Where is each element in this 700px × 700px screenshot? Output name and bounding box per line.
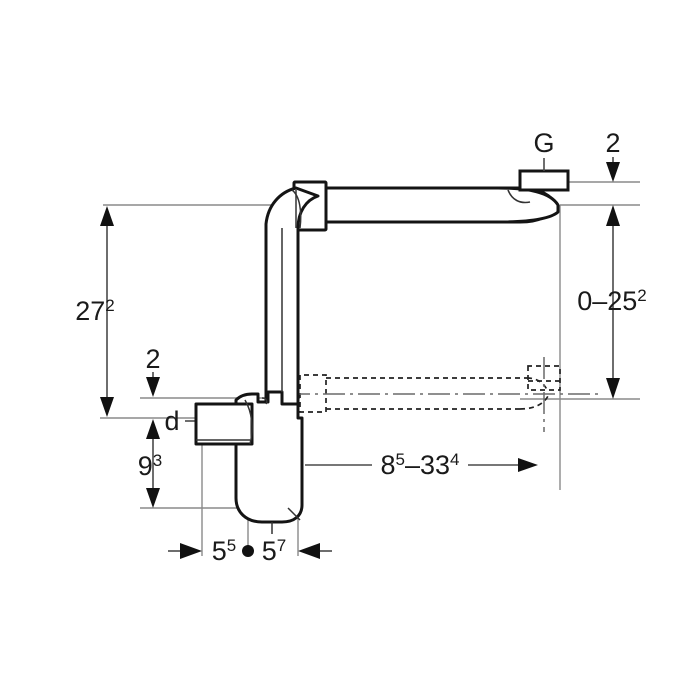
arrow-down-27 xyxy=(100,397,114,417)
trap-inner-curve xyxy=(244,399,253,445)
dim-label-trap-depth: 93 xyxy=(138,451,163,481)
arrow-right-8-33 xyxy=(518,458,538,472)
coupling-inner-curve xyxy=(291,189,302,229)
arrow-down-offset-2 xyxy=(146,377,160,397)
dimension-offset-top: 2 xyxy=(145,344,161,397)
hidden-cap-right xyxy=(527,365,561,391)
dimension-trap-widths: 55 57 xyxy=(168,536,332,566)
arrow-right-55 xyxy=(180,543,202,559)
arrow-up-9 xyxy=(146,419,160,439)
thread-flange-inner-curve xyxy=(507,189,531,204)
dimension-wall-offset-right: 2 xyxy=(605,128,621,182)
dim-label-horizontal-range: 85–334 xyxy=(380,450,459,480)
dim-label-offset-top: 2 xyxy=(145,344,160,374)
dim-label-vertical-range-right: 0–252 xyxy=(577,286,647,316)
dimension-height-total: 272 xyxy=(75,206,115,417)
arrow-up-27 xyxy=(100,206,114,226)
trap-inner-details xyxy=(196,189,302,534)
dim-center-dot xyxy=(242,545,254,557)
dim-label-inlet-diameter: d xyxy=(164,406,179,436)
dim-label-thread-marker: G xyxy=(533,128,554,158)
hidden-socket-left xyxy=(299,374,327,413)
dim-label-height-total: 272 xyxy=(75,296,115,326)
hidden-outlet-pipe xyxy=(299,365,561,413)
dim-label-trap-right-width: 57 xyxy=(262,536,287,566)
thread-flange xyxy=(518,169,570,192)
label-inlet-diameter: d xyxy=(164,406,196,436)
center-lines xyxy=(288,357,600,432)
dimension-horizontal-range: 85–334 xyxy=(305,450,538,480)
thread-flange-group: G xyxy=(507,128,570,204)
dim-label-wall-offset-right: 2 xyxy=(605,128,620,158)
dim-label-trap-left-width: 55 xyxy=(212,536,237,566)
hidden-elbow-top xyxy=(526,377,549,393)
hidden-elbow-bottom xyxy=(519,395,549,410)
arrow-down-right-2 xyxy=(606,162,620,182)
dimension-trap-depth: 93 xyxy=(138,419,163,508)
inlet-pipe-left xyxy=(194,402,254,446)
arrow-down-0-25 xyxy=(606,378,620,399)
extension-lines xyxy=(100,181,640,556)
arrow-left-57 xyxy=(298,543,320,559)
arrow-down-9 xyxy=(146,488,160,508)
trap-lug-detail xyxy=(261,397,268,405)
dimension-vertical-range-right: 0–252 xyxy=(577,205,647,399)
arrow-up-0-25 xyxy=(606,205,620,226)
trap-chamfer-hint xyxy=(287,507,301,521)
